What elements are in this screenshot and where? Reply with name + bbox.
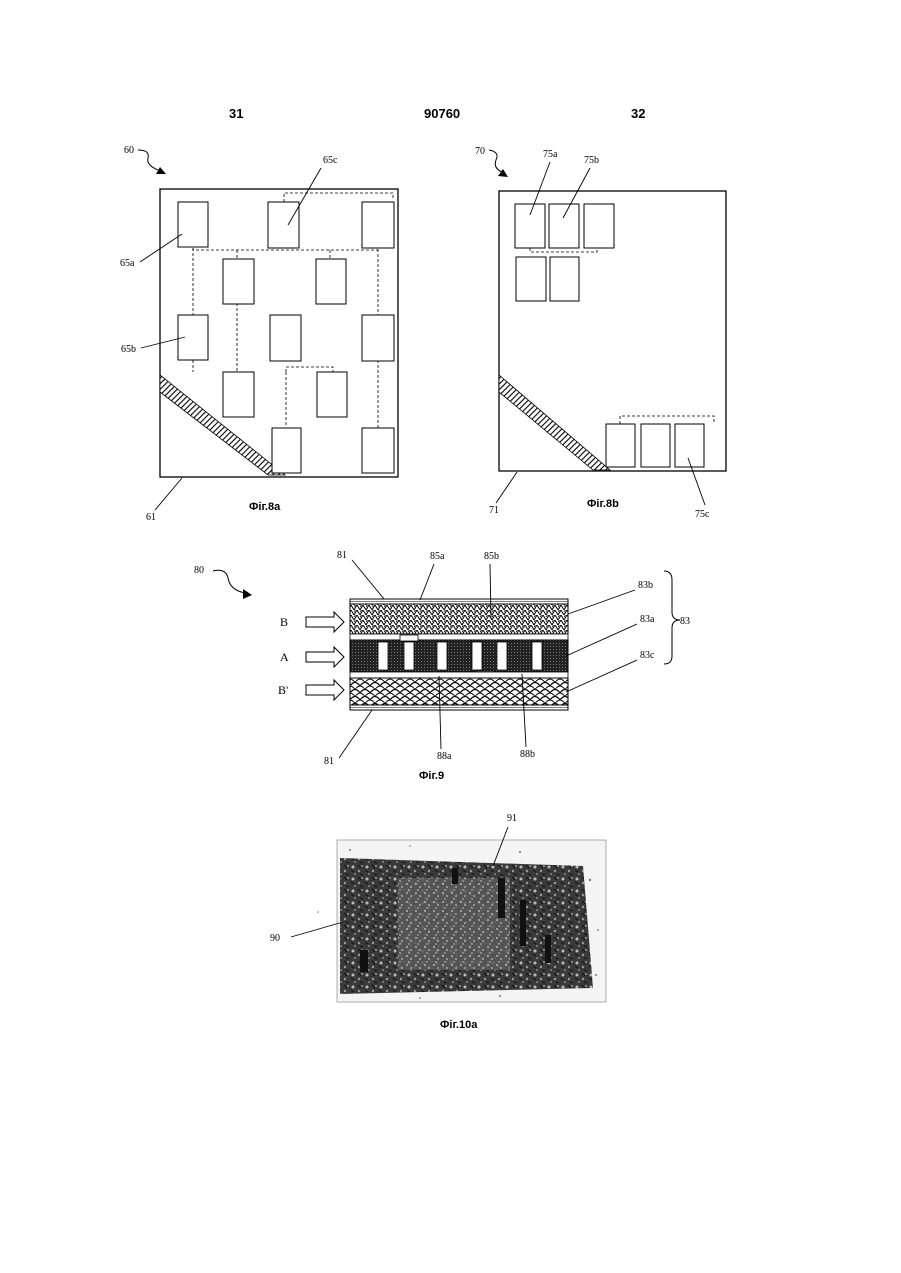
figure-10a: 91 90 Фіг.10a [270,813,606,1031]
fig10a-ref-90: 90 [270,933,280,944]
fig8b-chip [550,257,579,301]
fig9-layer-83c [350,678,568,705]
fig9-arrow-B [306,612,344,632]
fig9-ref-80-arrowhead [243,589,252,599]
fig9-layer-83b [350,604,568,634]
fig10a-sample-center [398,878,510,970]
fig8a-caption: Фіг.8a [249,501,281,513]
fig8a-chip [272,428,301,473]
fig9-ref-81-top-leader [352,560,384,599]
fig8b-chip-75b [549,204,579,248]
fig8a-ref-60-arrowhead [156,167,166,174]
fig8b-chip [516,257,546,301]
fig8b-ref-71-leader [496,472,517,503]
fig9-ref-88b: 88b [520,749,535,760]
fig9-arrow-A [306,647,344,667]
fig8b-ref-75a: 75a [543,149,558,160]
fig9-label-A: A [280,650,289,664]
fig9-ref-81-bottom: 81 [324,756,334,767]
fig9-ref-80-arrow [213,570,245,593]
fig9-ref-83a-leader [566,624,637,656]
fig8a-chip [362,202,394,248]
fig9-ref-85a-leader [420,564,434,600]
fig9-ref-88a: 88a [437,751,452,762]
fig8b-chip [606,424,635,467]
fig8a-chip-65a [178,202,208,247]
fig10a-caption: Фіг.10a [440,1019,478,1031]
fig8a-chip [316,259,346,304]
fig8a-ref-65c-leader [288,168,321,225]
fig8a-chip-rectangles [178,202,394,473]
fig8a-chip [362,428,394,473]
fig8b-ref-71: 71 [489,505,499,516]
figure-9: 80 B A [194,550,690,782]
fig8a-chip [362,315,394,361]
fig8a-ref-65a-leader [140,234,182,262]
figure-8b: 70 75a 75b 71 75c Фіг.8b [475,146,726,520]
fig10a-ref-91: 91 [507,813,517,824]
fig9-ref-80: 80 [194,565,204,576]
fig8b-chip [641,424,670,467]
figure-8a: 60 65c 65a 65b 61 Фіг.8a [120,145,398,523]
fig8a-chip [223,372,254,417]
fig8a-chip-65c [268,202,299,248]
fig8a-chip [270,315,301,361]
fig9-label-Bprime: B' [278,683,288,697]
fig9-caption: Фіг.9 [419,770,444,782]
fig8b-ref-70-arrow [489,150,502,172]
fig8a-chip [223,259,254,304]
fig8a-ref-61-leader [155,478,182,510]
fig9-ref-83b-leader [568,590,635,614]
fig8a-ref-60: 60 [124,145,134,156]
fig9-ref-85a: 85a [430,551,445,562]
fig8b-hatched-strip [499,375,610,470]
fig8b-ref-75c: 75c [695,509,710,520]
fig8b-chip [584,204,614,248]
fig9-label-B: B [280,615,288,629]
fig10a-ref-90-leader [291,922,343,937]
fig9-ref-83b: 83b [638,580,653,591]
fig9-ref-83c: 83c [640,650,655,661]
fig9-brace-83 [664,571,680,664]
fig9-interlayer-bottom [350,672,568,678]
fig9-ref-81-bottom-leader [339,710,372,758]
fig8a-ref-61: 61 [146,512,156,523]
fig8b-chip-75c [675,424,704,467]
fig8a-ref-65a: 65a [120,258,135,269]
fig9-ref-81-top: 81 [337,550,347,561]
fig8b-chip-75a [515,204,545,248]
fig8a-chip [317,372,347,417]
fig9-ref-83c-leader [566,660,637,692]
fig9-ref-83a: 83a [640,614,655,625]
fig8a-ref-60-arrow [138,150,158,170]
fig8b-ref-70: 70 [475,146,485,157]
fig9-interlayer-top [350,634,568,640]
fig9-ref-85b: 85b [484,551,499,562]
fig9-ref-83: 83 [680,616,690,627]
fig8b-ref-75b: 75b [584,155,599,166]
fig9-arrow-Bprime [306,680,344,700]
fig8a-ref-65c: 65c [323,155,338,166]
fig8a-ref-65b: 65b [121,344,136,355]
fig8b-caption: Фіг.8b [587,498,619,510]
